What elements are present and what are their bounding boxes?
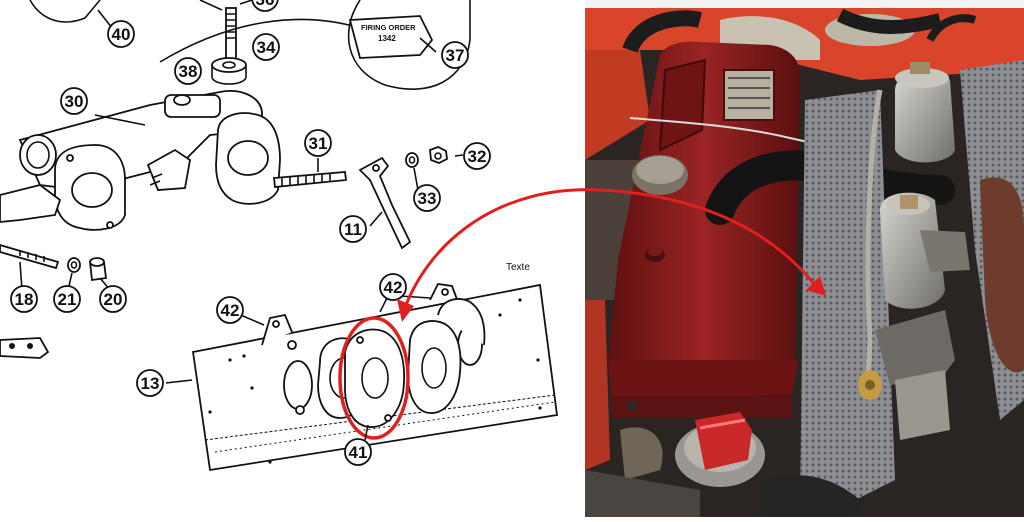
callout-11-label: 11 <box>344 220 362 239</box>
callout-42-left: 42 <box>216 296 244 324</box>
tag-line-1: FIRING ORDER <box>361 23 416 32</box>
carburettors <box>875 62 970 440</box>
callout-13: 13 <box>136 369 164 397</box>
callout-34-label: 34 <box>257 38 276 57</box>
part-41-gaskets <box>317 298 486 428</box>
callout-32-label: 32 <box>468 147 487 166</box>
callout-20: 20 <box>99 285 127 313</box>
radiator-cap <box>675 412 765 487</box>
tag-line-2: 1342 <box>378 34 396 43</box>
highlight-circle <box>338 316 410 440</box>
part-20-nut <box>88 257 108 282</box>
callout-34: 34 <box>252 33 280 61</box>
callout-38-label: 38 <box>179 62 198 81</box>
part-31-stud <box>273 171 348 188</box>
parts-diagram: FIRING ORDER 1342 <box>0 0 559 472</box>
callout-11: 11 <box>339 215 367 243</box>
callout-41-label: 41 <box>349 443 368 462</box>
callout-42-left-label: 42 <box>221 301 240 320</box>
callout-18-label: 18 <box>15 290 34 309</box>
callout-31: 31 <box>304 129 332 157</box>
callout-37: 37 <box>441 41 469 69</box>
part-30-manifold <box>0 90 281 231</box>
engine-photo <box>585 0 1024 517</box>
callout-40: 40 <box>107 20 135 48</box>
callout-42-right-label: 42 <box>384 278 403 297</box>
part-40-shape <box>29 0 101 23</box>
part-32-nut <box>429 146 448 164</box>
part-18-bolt <box>0 244 60 270</box>
placeholder-text: Texte <box>506 262 530 273</box>
part-38-nut <box>211 57 247 85</box>
callout-21-label: 21 <box>58 290 77 309</box>
heat-shield-mesh <box>800 90 895 510</box>
callout-21: 21 <box>53 285 81 313</box>
callout-31-label: 31 <box>309 134 328 153</box>
part-34-stud <box>225 7 237 61</box>
callout-20-label: 20 <box>104 290 123 309</box>
callout-36: 36 <box>251 0 279 12</box>
part-21-washer <box>67 257 81 273</box>
callout-40-label: 40 <box>112 25 131 44</box>
pointer-arrow <box>397 188 826 322</box>
callout-13-label: 13 <box>141 374 160 393</box>
firing-order-tag: FIRING ORDER 1342 <box>347 0 471 90</box>
rocker-cover <box>608 41 800 418</box>
callout-38: 38 <box>174 57 202 85</box>
part-33-washer <box>405 152 419 168</box>
part-11-bracket <box>358 156 412 250</box>
callout-32: 32 <box>463 142 491 170</box>
callout-36-label: 36 <box>256 0 275 9</box>
callout-18: 18 <box>10 285 38 313</box>
callout-30-label: 30 <box>65 92 84 111</box>
callout-30: 30 <box>60 87 88 115</box>
callout-41: 41 <box>344 438 372 466</box>
clip-part <box>0 337 50 359</box>
callout-33: 33 <box>413 184 441 212</box>
callout-33-label: 33 <box>418 189 437 208</box>
callout-37-label: 37 <box>446 46 465 65</box>
callout-42-right: 42 <box>379 273 407 301</box>
